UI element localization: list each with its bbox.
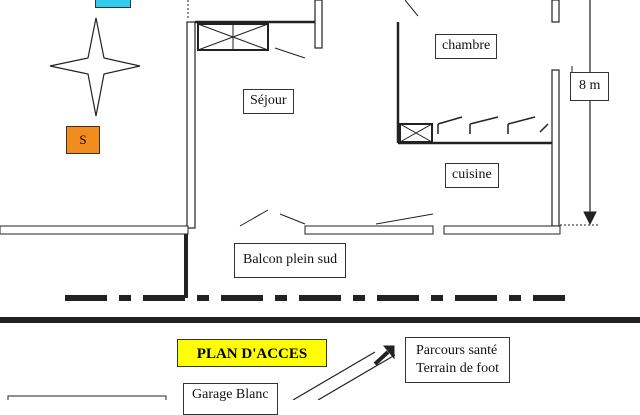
garage-line <box>7 395 167 400</box>
wall-left-double <box>186 21 196 229</box>
room-label-balcon: Balcon plein sud <box>234 243 347 278</box>
access-arrow-head <box>382 345 395 360</box>
shelf-1 <box>437 116 463 134</box>
floor-plan-drawing <box>0 0 640 400</box>
wall-bottom-left <box>0 225 189 235</box>
wall-right <box>551 69 560 227</box>
wall-top-pillar <box>314 0 323 49</box>
shelf-3 <box>507 116 536 134</box>
compass-north-marker <box>95 0 131 8</box>
wall-top-right-pillar <box>551 0 560 23</box>
compass-star <box>49 17 141 117</box>
access-road-b <box>317 354 396 400</box>
access-parcours-line1: Parcours santé <box>416 343 498 358</box>
door-top <box>274 47 306 59</box>
access-destination-box: Parcours santé Terrain de foot <box>405 337 510 384</box>
access-garage-label: Garage Blanc <box>183 383 278 415</box>
access-road-a <box>292 351 376 400</box>
wall-bottom-mid <box>304 225 434 235</box>
shelf-4 <box>539 123 549 133</box>
dimension-label: 8 m <box>570 72 610 101</box>
door-bottom-2 <box>279 213 306 225</box>
crossed-box-small <box>399 123 433 143</box>
compass-south-label: S <box>79 132 87 147</box>
room-label-cuisine: cuisine <box>445 163 499 188</box>
room-label-chambre: chambre <box>435 34 498 59</box>
access-parcours-line2: Terrain de foot <box>416 361 499 377</box>
wall-bottom-right <box>443 225 561 235</box>
room-label-sejour: Séjour <box>243 89 294 114</box>
access-plan-title: PLAN D'ACCES <box>177 339 327 367</box>
compass-south-marker: S <box>66 126 100 154</box>
door-bottom-1 <box>239 209 269 227</box>
access-arrow-shaft <box>373 350 390 366</box>
shelf-2 <box>469 116 499 134</box>
door-bottom-3 <box>375 213 434 225</box>
